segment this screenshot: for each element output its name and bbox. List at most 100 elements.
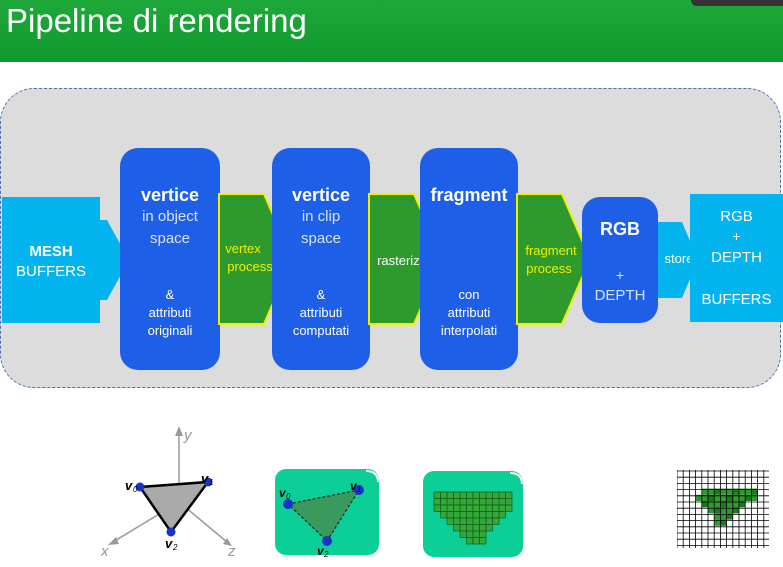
v2-label: v xyxy=(165,536,173,551)
framebuffer-pixel xyxy=(726,494,733,501)
framebuffer-pixel xyxy=(732,507,739,514)
clip-v1-sub: 1 xyxy=(357,485,361,494)
framebuffer-pixel xyxy=(708,501,715,508)
fragment-cell xyxy=(466,491,474,499)
fragment-cell xyxy=(485,517,493,525)
fragment-cell xyxy=(466,498,474,506)
v1-label: v xyxy=(201,471,209,486)
fragment-cell xyxy=(472,517,480,525)
stage-fragment: fragment con attributi interpolati xyxy=(420,148,518,370)
fragment-cell xyxy=(472,491,480,499)
stage3-c1: con xyxy=(458,287,480,302)
fragment-cell xyxy=(485,498,493,506)
stage-rgb-depth: RGB + DEPTH xyxy=(582,197,658,323)
fragment-cell xyxy=(479,517,487,525)
framebuffer-gridlines xyxy=(677,470,769,548)
fragment-cell xyxy=(492,504,500,512)
rgb-depth-buffers-box: RGB + DEPTH BUFFERS xyxy=(690,194,783,322)
stage1-amp: & xyxy=(165,287,175,302)
fragment-cell xyxy=(492,517,500,525)
fragment-cell xyxy=(440,491,448,499)
fragment-cell xyxy=(472,511,480,519)
fragment-cell xyxy=(505,504,513,512)
stage2-a2: computati xyxy=(292,323,350,338)
mesh-label: MESH xyxy=(29,243,73,260)
fragment-cell xyxy=(466,530,474,538)
fragment-cell xyxy=(466,511,474,519)
framebuffer-pixel xyxy=(732,494,739,501)
fragment-cell xyxy=(459,524,467,532)
fragment-cell xyxy=(466,504,474,512)
buffers-l2: + xyxy=(732,228,741,244)
stage2-head: vertice xyxy=(291,185,351,205)
v1-sub: 1 xyxy=(209,478,213,487)
fragment-cell xyxy=(498,498,506,506)
framebuffer-pixel xyxy=(739,494,746,501)
fragment-cell xyxy=(459,491,467,499)
framebuffer-pixel xyxy=(720,494,727,501)
fragment-cell xyxy=(459,504,467,512)
fragment-cell xyxy=(459,530,467,538)
fragment-cell xyxy=(446,491,454,499)
framebuffer-pixel xyxy=(745,488,752,495)
framebuffer-pixel xyxy=(751,494,758,501)
fragment-cell xyxy=(479,537,487,545)
object-space-axes-illustration: y x z v 0 v 1 v 2 xyxy=(100,426,236,560)
stage3-head: fragment xyxy=(430,185,508,205)
stage1-sub1: in object xyxy=(142,208,198,225)
fragment-cell xyxy=(466,524,474,532)
fragment-cell xyxy=(479,504,487,512)
fragment-cell xyxy=(459,498,467,506)
fragment-cell xyxy=(453,511,461,519)
fragment-cell xyxy=(479,491,487,499)
title-bar: Pipeline di rendering xyxy=(0,0,783,62)
stage2-sub1: in clip xyxy=(301,208,341,225)
framebuffer-pixel xyxy=(714,488,721,495)
fragment-grid xyxy=(433,491,513,545)
fragment-cell xyxy=(505,498,513,506)
framebuffer-pixel xyxy=(701,488,708,495)
axis-z-label: z xyxy=(227,543,236,560)
framebuffer-pixel xyxy=(714,507,721,514)
buffers-l4: BUFFERS xyxy=(701,291,772,308)
clip-v1-label: v xyxy=(350,479,358,493)
arrow-fragment-process: fragment process xyxy=(516,193,592,325)
framebuffer-pixel xyxy=(720,501,727,508)
fragment-cell xyxy=(466,517,474,525)
fragment-cell xyxy=(472,530,480,538)
arrow4-l1: store xyxy=(664,251,694,266)
fragment-cell xyxy=(498,511,506,519)
framebuffer-pixel xyxy=(708,507,715,514)
framebuffer-pixel xyxy=(701,501,708,508)
v2-sub: 2 xyxy=(172,543,178,552)
arrow1-l2: process xyxy=(227,259,273,274)
framebuffer-pixel xyxy=(726,513,733,520)
arrow1-l1: vertex xyxy=(225,241,261,256)
mesh-buffers-box: MESH BUFFERS xyxy=(2,197,100,323)
clip-v2-sub: 2 xyxy=(323,550,329,558)
framebuffer-pixel xyxy=(720,513,727,520)
framebuffer-pixel xyxy=(739,501,746,508)
stage2-amp: & xyxy=(316,287,326,302)
fragment-cell xyxy=(466,537,474,545)
fragment-cell xyxy=(459,511,467,519)
buffers-l1: RGB xyxy=(720,208,753,225)
fragment-cell xyxy=(433,498,441,506)
fragment-cell xyxy=(485,491,493,499)
fragment-cell xyxy=(498,491,506,499)
fragment-cell xyxy=(459,517,467,525)
page-title: Pipeline di rendering xyxy=(6,2,307,39)
fragment-cell xyxy=(446,504,454,512)
stage3-c2: attributi xyxy=(447,305,491,320)
fragment-cell xyxy=(472,498,480,506)
framebuffer-pixel xyxy=(720,507,727,514)
fragment-cell xyxy=(433,504,441,512)
fragment-cell xyxy=(440,511,448,519)
fragment-cell xyxy=(440,498,448,506)
clip-v0-label: v xyxy=(279,486,287,500)
clip-v2-label: v xyxy=(317,544,325,558)
fragment-cell xyxy=(479,530,487,538)
fragment-cell xyxy=(479,498,487,506)
framebuffer-pixel xyxy=(695,494,702,501)
fragment-cell xyxy=(440,504,448,512)
